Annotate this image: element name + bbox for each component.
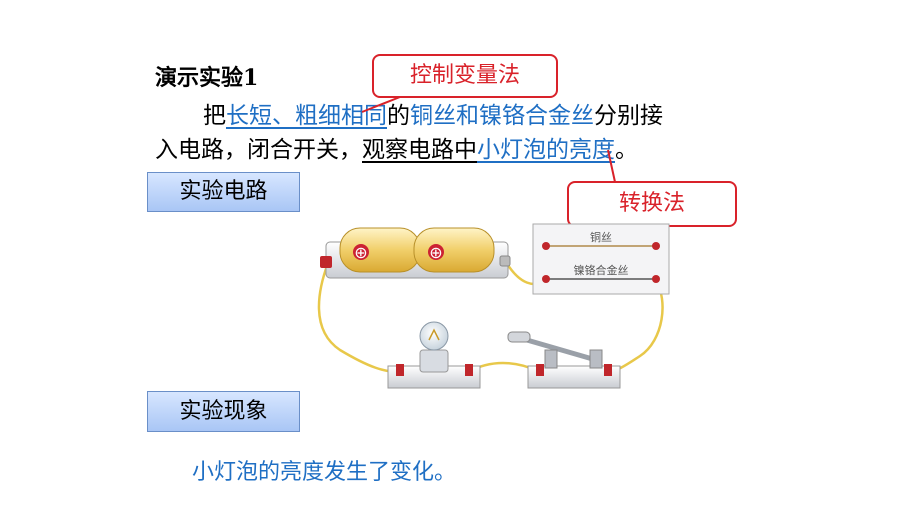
result-text: 小灯泡的亮度发生了变化。 [192, 460, 457, 485]
wires-text: 铜丝和镍铬合金丝 [410, 103, 594, 129]
nichrome-label: 镍铬合金丝 [574, 263, 629, 277]
switch-base [527, 365, 621, 389]
battery-terminal-left [320, 256, 332, 268]
switch-assembly [507, 331, 621, 389]
battery-plus-symbol-1: ⊕ [354, 243, 367, 262]
phenomenon-section-label: 实验现象 [147, 391, 300, 432]
battery-cell-2 [413, 227, 495, 273]
switch-pivot [589, 349, 603, 369]
bulb-assembly [387, 321, 481, 389]
wire-left [317, 262, 401, 374]
copper-label: 铜丝 [590, 230, 612, 244]
control-variable-callout: 控制变量法 [372, 54, 558, 98]
bulb-terminal-left [396, 364, 404, 376]
text-ba: 把 [203, 103, 226, 129]
circuit-section-label: 实验电路 [147, 172, 300, 212]
bulb-brightness-text: 小灯泡的亮度 [477, 137, 615, 163]
board-panel [532, 223, 670, 295]
text-connect: 分别接 [594, 103, 663, 129]
text-close-switch: 入电路，闭合开关， [155, 137, 362, 163]
observe-text: 观察电路中 [362, 137, 477, 163]
text-de: 的 [387, 103, 410, 129]
battery-cell-1 [339, 227, 421, 273]
battery-plus-symbol-2: ⊕ [429, 243, 442, 262]
pointer-conversion [607, 149, 616, 183]
text-period: 。 [615, 137, 638, 163]
bulb-filament [428, 328, 440, 341]
battery-plus-icon-2 [428, 244, 444, 260]
board-terminal [542, 275, 550, 283]
description-line-1: 把长短、粗细相同的铜丝和镍铬合金丝分别接 [155, 99, 765, 133]
resistance-board: 铜丝 镍铬合金丝 [532, 223, 670, 295]
description-line-2: 入电路，闭合开关，观察电路中小灯泡的亮度。 [155, 133, 765, 167]
switch-terminal-right [604, 364, 612, 376]
switch-terminal-left [536, 364, 544, 376]
experiment-description: 把长短、粗细相同的铜丝和镍铬合金丝分别接 入电路，闭合开关，观察电路中小灯泡的亮… [155, 99, 765, 167]
battery-terminal-right [499, 255, 511, 267]
switch-lever [517, 335, 599, 363]
page-title: 演示实验1 [155, 65, 259, 91]
board-terminal [652, 242, 660, 250]
bulb-icon [419, 321, 449, 351]
bulb-terminal-right [465, 364, 473, 376]
board-terminal [542, 242, 550, 250]
battery-plus-icon-1 [353, 244, 369, 260]
pointer-control-variable [361, 96, 401, 113]
same-length-thickness-text: 长短、粗细相同 [226, 103, 387, 129]
bulb-socket [419, 349, 449, 373]
wire-board-switch [607, 280, 664, 374]
board-terminal [652, 275, 660, 283]
switch-contact [544, 349, 558, 369]
battery-holder: ⊕ ⊕ [320, 227, 511, 279]
switch-handle [507, 331, 531, 343]
